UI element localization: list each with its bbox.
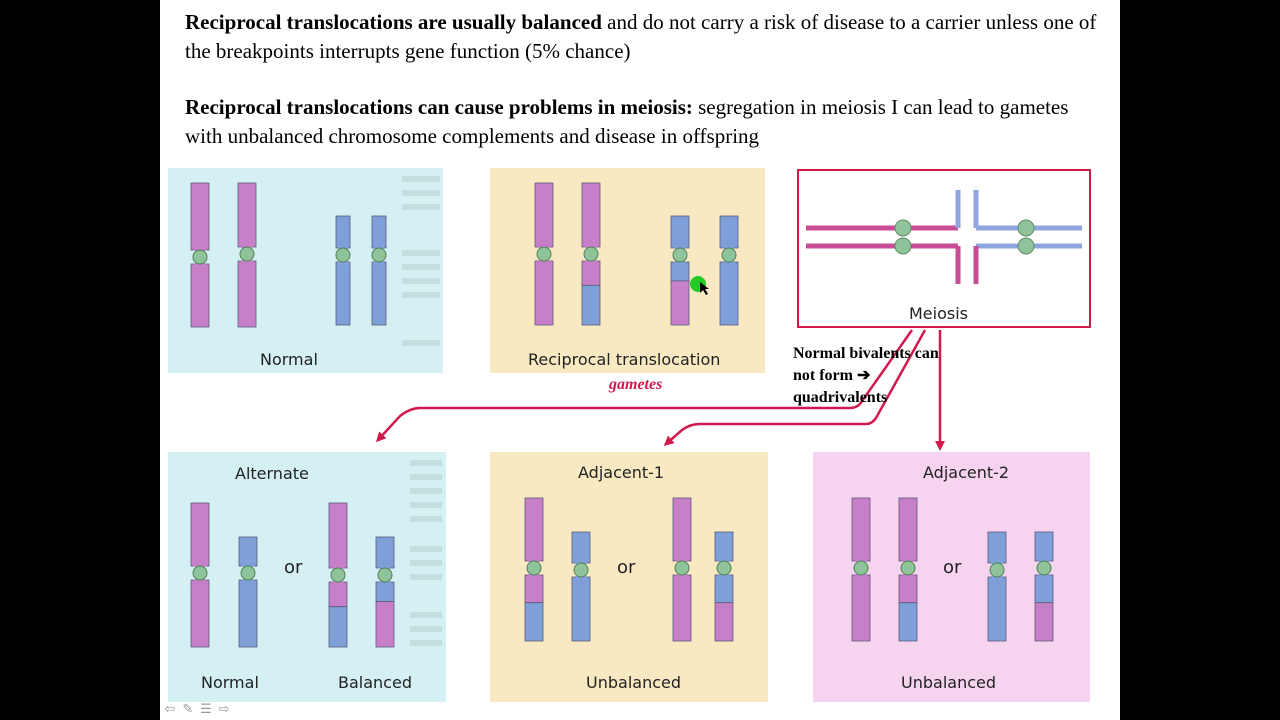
- chromosome-alt-magenta-trans: [328, 502, 348, 648]
- or-adjacent1: or: [617, 557, 636, 578]
- chromosome-adj1-blue: [571, 531, 591, 642]
- or-alternate: or: [284, 557, 303, 578]
- paragraph-meiosis-text: segregation in meiosis I can lead to gam…: [185, 95, 1069, 148]
- quadrivalent-cross: [806, 190, 1082, 284]
- title-alternate: Alternate: [235, 464, 309, 483]
- label-reciprocal-translocation: Reciprocal translocation: [528, 350, 721, 369]
- chromosome-recip-magenta-translocated: [581, 182, 601, 326]
- chromosome-adj1-magenta-trans: [524, 497, 544, 642]
- arrow-alternate: [375, 329, 914, 443]
- chromosome-recip-blue-translocated: [670, 215, 690, 326]
- chromosome-alt-blue-trans: [375, 536, 395, 648]
- label-alternate-normal: Normal: [201, 673, 259, 692]
- bleed-through-texture: [402, 176, 442, 646]
- chromosome-normal-magenta-1: [190, 182, 210, 328]
- paragraph-meiosis-bold: Reciprocal translocations can cause prob…: [185, 95, 693, 119]
- label-adjacent2-unbalanced: Unbalanced: [901, 673, 996, 692]
- chromosome-adj1-blue-trans: [714, 531, 734, 642]
- chromosome-adj2-blue-trans: [1034, 531, 1054, 642]
- or-adjacent2: or: [943, 557, 962, 578]
- chromosome-alt-magenta: [190, 502, 210, 648]
- chromosome-recip-blue-normal: [719, 215, 739, 326]
- chromosome-adj1-magenta: [672, 497, 692, 642]
- label-adjacent1-unbalanced: Unbalanced: [586, 673, 681, 692]
- chromosome-alt-blue: [238, 536, 258, 648]
- pen-icon[interactable]: ✎: [182, 702, 194, 717]
- cursor-icon: [700, 282, 709, 295]
- menu-icon[interactable]: ☰: [200, 702, 212, 717]
- paragraph-balanced-text: and do not carry a risk of disease to a …: [185, 10, 1097, 63]
- slide-navigation: ⇦ ✎ ☰ ⇨: [162, 702, 232, 718]
- panel-normal-bg: [168, 168, 443, 373]
- label-meiosis: Meiosis: [909, 304, 968, 323]
- paragraph-balanced: Reciprocal translocations are usually ba…: [185, 8, 1105, 65]
- chromosome-normal-blue-1: [335, 215, 351, 326]
- chromosome-normal-blue-2: [371, 215, 387, 326]
- panel-alternate-bg: [168, 452, 446, 702]
- chromosome-adj2-magenta-trans: [898, 497, 918, 642]
- title-adjacent1: Adjacent-1: [578, 463, 665, 482]
- chromosome-adj2-blue: [987, 531, 1007, 642]
- chromosome-recip-magenta-normal: [534, 182, 554, 326]
- chromosome-group: [190, 182, 1054, 648]
- chromosome-normal-magenta-2: [237, 182, 257, 328]
- paragraph-meiosis: Reciprocal translocations can cause prob…: [185, 93, 1105, 150]
- paragraph-balanced-bold: Reciprocal translocations are usually ba…: [185, 10, 602, 34]
- title-adjacent2: Adjacent-2: [923, 463, 1010, 482]
- back-arrow-icon[interactable]: ⇦: [164, 702, 176, 717]
- bivalents-note: Normal bivalents can not form ➔ quadriva…: [793, 345, 939, 406]
- label-normal: Normal: [260, 350, 318, 369]
- forward-arrow-icon[interactable]: ⇨: [218, 702, 230, 717]
- arrow-adjacent1: [663, 329, 927, 446]
- chromosome-adj2-magenta: [851, 497, 871, 642]
- gametes-label: gametes: [609, 376, 663, 393]
- label-alternate-balanced: Balanced: [338, 673, 412, 692]
